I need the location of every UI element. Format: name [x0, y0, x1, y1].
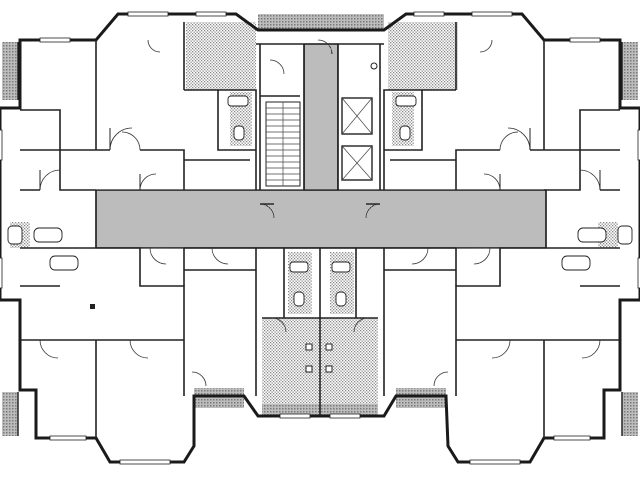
balconies [2, 14, 638, 436]
windows [0, 11, 640, 465]
main-corridor [95, 189, 547, 249]
elevator-hall [303, 43, 339, 191]
staircase [265, 101, 301, 187]
column-markers [90, 62, 378, 373]
interior-partitions [20, 22, 620, 438]
doors [39, 39, 601, 387]
bathroom-fixtures [7, 95, 633, 307]
exterior-walls [0, 12, 640, 464]
